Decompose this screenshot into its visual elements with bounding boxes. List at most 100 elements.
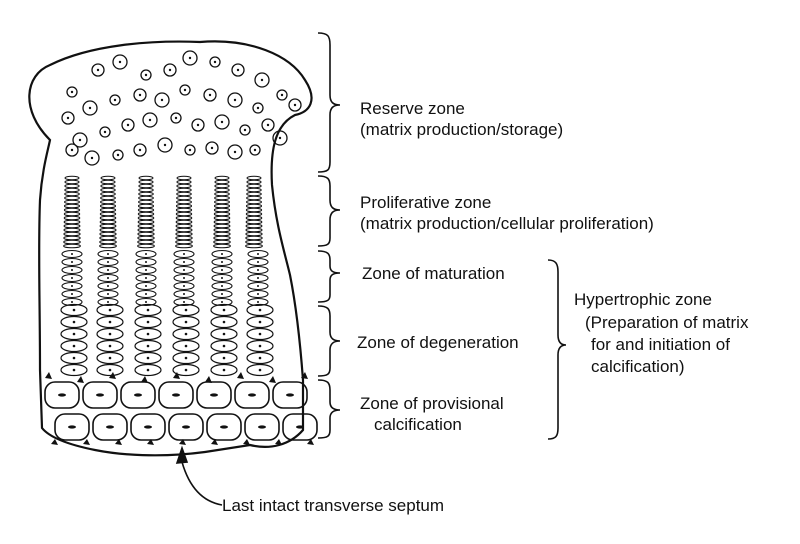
proliferative-cell — [214, 199, 230, 205]
calcified-cell-nucleus — [144, 425, 152, 429]
calcified-septum — [301, 372, 308, 379]
reserve-cell-nucleus — [90, 156, 94, 160]
proliferative-cell — [213, 235, 231, 241]
proliferative-cell — [214, 191, 230, 197]
proliferative-cell — [175, 215, 193, 221]
proliferative-cell — [246, 183, 262, 189]
reserve-cell-nucleus — [280, 93, 284, 97]
calcified-septum — [237, 372, 244, 379]
bracket-reserve — [317, 32, 341, 173]
maturing-cell — [211, 273, 233, 283]
pointer-curve — [181, 461, 223, 506]
hypertrophic-cell-nucleus — [146, 308, 150, 312]
reserve-cell — [249, 144, 261, 156]
reserve-cell-nucleus — [266, 123, 270, 127]
maturing-cell — [211, 281, 233, 291]
proliferative-cell — [137, 227, 155, 233]
septum-pointer — [175, 445, 223, 506]
maturing-cell-nucleus — [221, 269, 223, 271]
maturing-cell — [97, 257, 119, 267]
maturing-cell-nucleus — [71, 293, 73, 295]
proliferative-cell — [63, 243, 81, 249]
proliferative-cell — [245, 207, 263, 213]
proliferative-cell — [246, 191, 262, 197]
calcified-septum — [141, 376, 148, 383]
reserve-cell-nucleus — [138, 93, 142, 97]
proliferative-cell — [245, 243, 263, 249]
maturing-cell-nucleus — [145, 277, 147, 279]
hypertrophic-cell-nucleus — [108, 368, 112, 372]
hypertrophic-cell — [134, 327, 162, 341]
calcified-septum — [147, 439, 154, 445]
maturing-cell — [211, 289, 233, 299]
calcified-cell — [272, 381, 308, 409]
hypertrophic-cell-nucleus — [258, 368, 262, 372]
hypertrophic-cell-nucleus — [222, 356, 226, 360]
calcified-cell-nucleus — [134, 393, 142, 397]
calcified-cell — [120, 381, 156, 409]
reserve-cell — [252, 102, 264, 114]
hypertrophic-cell-nucleus — [184, 320, 188, 324]
maturing-cell — [247, 257, 269, 267]
reserve-cell-nucleus — [88, 106, 92, 110]
maturing-cell-nucleus — [183, 261, 185, 263]
proliferative-cell — [137, 243, 155, 249]
hypertrophic-cell — [134, 339, 162, 353]
degeneration-zone-title: Zone of degeneration — [357, 333, 519, 352]
maturing-cell — [173, 281, 195, 291]
calcified-septum — [83, 439, 90, 445]
reserve-cell — [157, 137, 173, 153]
proliferative-cell — [175, 239, 193, 245]
hypertrophic-cell — [60, 363, 88, 377]
calcified-cell-nucleus — [248, 393, 256, 397]
reserve-cell — [184, 144, 196, 156]
proliferative-cell — [213, 211, 231, 217]
hypertrophic-cell-nucleus — [72, 332, 76, 336]
hypertrophic-cell — [246, 339, 274, 353]
maturing-cell — [61, 265, 83, 275]
maturing-cell — [173, 265, 195, 275]
reserve-cell-nucleus — [138, 148, 142, 152]
maturing-cell — [61, 297, 83, 307]
reserve-cell-nucleus — [188, 56, 192, 60]
proliferative-cell — [176, 195, 192, 201]
provisional-zone-line1: Zone of provisional — [360, 394, 504, 413]
reserve-cell — [272, 130, 288, 146]
calcified-cell-nucleus — [68, 425, 76, 429]
reserve-cell — [133, 88, 147, 102]
reserve-cell-nucleus — [213, 60, 217, 64]
maturing-cell-nucleus — [107, 277, 109, 279]
maturing-cell — [173, 249, 195, 259]
maturing-cell-nucleus — [107, 261, 109, 263]
reserve-cell — [133, 143, 147, 157]
hypertrophic-cell-nucleus — [184, 332, 188, 336]
maturing-cell-nucleus — [257, 261, 259, 263]
maturing-cell — [135, 265, 157, 275]
proliferative-cell — [99, 219, 117, 225]
hypertrophic-cell — [60, 315, 88, 329]
maturing-cell-nucleus — [183, 277, 185, 279]
hypertrophic-zone-line3: calcification) — [591, 357, 685, 376]
reserve-cell-nucleus — [96, 68, 100, 72]
bracket-maturation — [317, 250, 341, 303]
proliferative-cell — [245, 235, 263, 241]
provisional-zone-line2: calcification — [374, 415, 462, 434]
hypertrophic-cell-nucleus — [72, 308, 76, 312]
hypertrophic-cell-nucleus — [146, 368, 150, 372]
proliferative-cell — [64, 191, 80, 197]
hypertrophic-cell-nucleus — [258, 308, 262, 312]
proliferative-cell — [138, 187, 154, 193]
hypertrophic-cell-nucleus — [108, 344, 112, 348]
maturing-cell — [135, 257, 157, 267]
maturing-cell — [211, 297, 233, 307]
maturing-cell — [211, 257, 233, 267]
zone-brackets — [317, 32, 567, 440]
proliferative-cell — [100, 187, 116, 193]
reserve-cell — [84, 150, 100, 166]
hypertrophic-cell-nucleus — [72, 356, 76, 360]
proliferative-cell — [213, 207, 231, 213]
maturing-cell — [97, 297, 119, 307]
maturing-cell-nucleus — [145, 301, 147, 303]
proliferative-cell — [175, 223, 193, 229]
reserve-cell — [191, 118, 205, 132]
